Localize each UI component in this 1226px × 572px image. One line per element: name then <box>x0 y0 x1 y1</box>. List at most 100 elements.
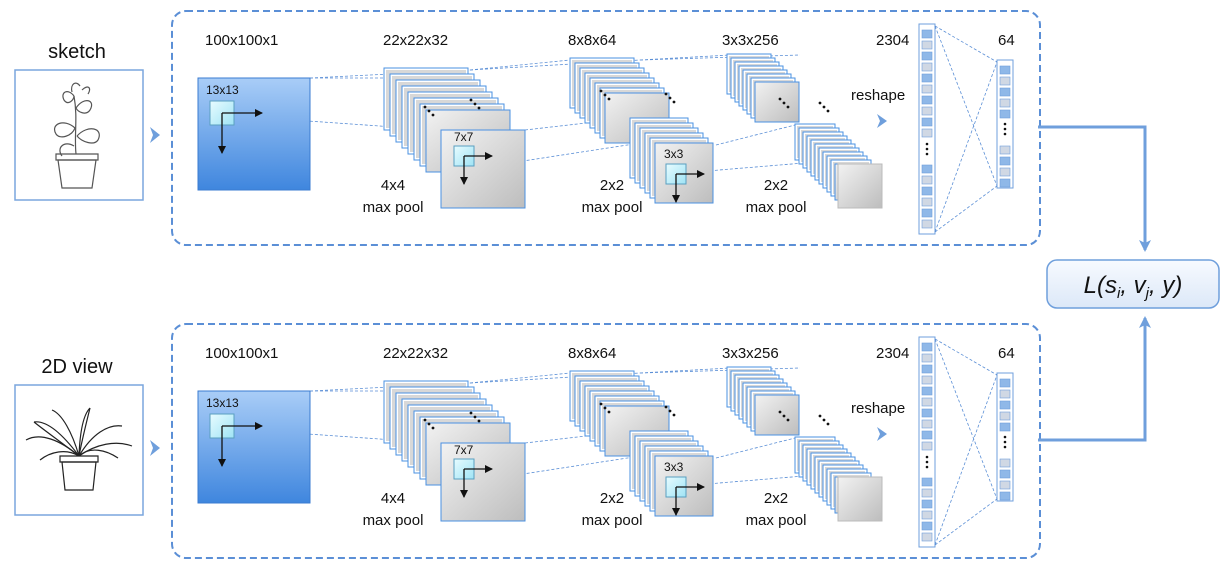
kernel-7x7: 7x7 <box>453 443 493 498</box>
ellipsis-dot <box>925 152 929 156</box>
vector-cell <box>999 389 1011 399</box>
ellipsis-dot <box>1003 127 1007 131</box>
stack-ellipsis <box>818 414 830 426</box>
ellipsis-dot <box>469 411 473 415</box>
stack-ellipsis <box>469 98 481 110</box>
ellipsis-dot <box>822 418 826 422</box>
ellipsis-dot <box>1003 445 1007 449</box>
kernel-13x13: 13x13 <box>206 396 263 467</box>
vector-cell <box>921 106 933 116</box>
fc-line <box>934 25 998 187</box>
projection-line <box>469 372 571 384</box>
vector-cell <box>999 378 1011 388</box>
ellipsis-dot <box>826 109 830 113</box>
fc-line <box>934 185 998 233</box>
input-arrow-top <box>150 127 160 143</box>
pool-op-label: max pool <box>746 199 807 216</box>
ellipsis-dot <box>1003 435 1007 439</box>
ellipsis-dot <box>469 98 473 102</box>
ellipsis-dot <box>786 105 790 109</box>
vector-cell <box>921 510 933 520</box>
loss-box: L(si, vj, y) <box>1046 259 1220 309</box>
vector-64 <box>996 372 1014 502</box>
ellipsis-dot <box>778 410 782 414</box>
ellipsis-dot <box>664 405 668 409</box>
vector-2304 <box>918 336 936 548</box>
fc-line <box>934 374 998 546</box>
stack-ellipsis <box>599 402 611 414</box>
ellipsis-dot <box>672 413 676 417</box>
sketch-label: sketch <box>48 41 106 63</box>
ellipsis-dot <box>473 102 477 106</box>
ellipsis-dot <box>664 92 668 96</box>
ellipsis-dot <box>782 101 786 105</box>
projection-line <box>715 124 796 146</box>
layer-dimension-label: 2304 <box>876 32 909 49</box>
feature-map-sheet <box>440 442 526 522</box>
kernel-7x7: 7x7 <box>453 130 493 185</box>
ellipsis-dot <box>423 105 427 109</box>
vector-cell <box>999 76 1011 86</box>
ellipsis-dot <box>786 418 790 422</box>
projection-line <box>639 54 731 61</box>
ellipsis-dot <box>431 113 435 117</box>
ellipsis-dot <box>818 414 822 418</box>
vector-cell <box>921 95 933 105</box>
vector-cell <box>921 441 933 451</box>
layer-dimension-label: 3x3x256 <box>722 32 779 49</box>
bottom-to-loss-connector <box>1038 316 1151 442</box>
feature-map-sheet <box>440 129 526 209</box>
vector-cell <box>921 117 933 127</box>
layer-dimension-label: 64 <box>998 32 1015 49</box>
stack-ellipsis <box>469 411 481 423</box>
ellipsis-dot <box>822 105 826 109</box>
vector-cell <box>999 480 1011 490</box>
feature-map-final <box>837 476 883 522</box>
pool-op-label: max pool <box>746 512 807 529</box>
feature-map-front-1 <box>440 442 526 522</box>
fc-line <box>934 61 998 233</box>
ellipsis-dot <box>427 109 431 113</box>
vector-cell <box>921 219 933 229</box>
fc-line <box>934 338 998 376</box>
projection-line <box>639 367 801 374</box>
vector-cell <box>921 477 933 487</box>
vector-cell <box>921 29 933 39</box>
ellipsis-dot <box>668 96 672 100</box>
ellipsis-dot <box>1003 122 1007 126</box>
vector-cell <box>921 186 933 196</box>
vector-cell <box>921 364 933 374</box>
kernel-size-label: 7x7 <box>454 443 474 457</box>
projection-line <box>639 54 801 61</box>
ellipsis-dot <box>603 93 607 97</box>
feature-stack-3x3x256 <box>726 366 800 436</box>
kernel-size-label: 3x3 <box>664 460 684 474</box>
vector-cell <box>921 208 933 218</box>
ellipsis-dot <box>477 419 481 423</box>
ellipsis-dot <box>782 414 786 418</box>
layer-dimension-label: 22x22x32 <box>383 32 448 49</box>
pool-op-label: max pool <box>363 512 424 529</box>
layer-dimension-label: 22x22x32 <box>383 345 448 362</box>
kernel-size-label: 3x3 <box>664 147 684 161</box>
pool-op-label: max pool <box>582 512 643 529</box>
fc-line <box>934 338 998 500</box>
vector-cell <box>999 178 1011 188</box>
layer-dimension-label: 100x100x1 <box>205 345 278 362</box>
vector-cell <box>999 167 1011 177</box>
stack-ellipsis <box>778 97 790 109</box>
view-image <box>14 384 144 516</box>
vector-cell <box>921 375 933 385</box>
ellipsis-dot <box>826 422 830 426</box>
ellipsis-dot <box>668 409 672 413</box>
reshape-label: reshape <box>851 400 905 417</box>
vector-cell <box>921 386 933 396</box>
stack-ellipsis <box>664 405 676 417</box>
vector-2304 <box>918 23 936 235</box>
vector-cell <box>999 65 1011 75</box>
kernel-3x3: 3x3 <box>664 147 705 203</box>
vector-cell <box>921 62 933 72</box>
layer-dimension-label: 3x3x256 <box>722 345 779 362</box>
vector-cell <box>921 84 933 94</box>
